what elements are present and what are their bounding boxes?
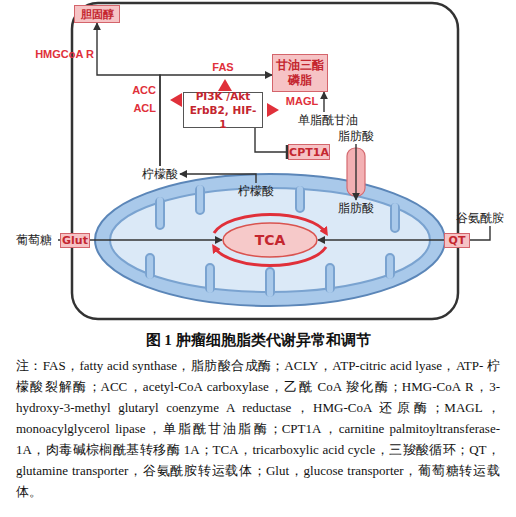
node-text: 柠檬酸 xyxy=(238,184,274,199)
pathway-arrow xyxy=(470,226,490,240)
enzyme-label: ACL xyxy=(122,102,156,114)
cpt1a-channel xyxy=(347,148,365,196)
pathway-arrow xyxy=(318,239,444,240)
figure-caption: 图 1 肿瘤细胞脂类代谢异常和调节 xyxy=(0,331,516,350)
regulation-triangle xyxy=(170,93,182,107)
enzyme-label: FAS xyxy=(206,61,240,73)
pathway-arrow xyxy=(97,23,160,166)
node-text: TCA xyxy=(255,232,286,248)
pathway-arrow xyxy=(160,75,272,166)
tca-ellipse-shape xyxy=(223,223,317,257)
pathway-arrow xyxy=(180,174,256,183)
node-text: 脂肪酸 xyxy=(338,129,374,144)
mitochondrion-outer xyxy=(95,174,445,306)
enzyme-label: MAGL xyxy=(284,95,320,107)
pathway-arrow xyxy=(90,239,222,240)
cristae xyxy=(150,188,395,294)
figure-note: 注：FAS，fatty acid synthase，脂肪酸合成酶；ACLY，AT… xyxy=(16,355,500,502)
metabolite-label: 单脂酰甘油 xyxy=(298,112,358,128)
metabolite-label: 柠檬酸 xyxy=(236,183,276,199)
node-text: 谷氨酰胺 xyxy=(456,211,504,226)
transporter-box: Glut xyxy=(60,233,90,248)
metabolite-label: 谷氨酰胺 xyxy=(452,210,508,226)
regulation-triangle xyxy=(267,103,279,117)
metabolite-label: 脂肪酸 xyxy=(336,200,376,216)
node-text: PI3K /Akt ErbB2, HIF-1 xyxy=(187,89,259,131)
metabolite-label: 脂肪酸 xyxy=(336,128,376,144)
node-text: 单脂酰甘油 xyxy=(298,113,358,128)
node-text: 甘油三酯 磷脂 xyxy=(273,58,327,88)
metabolite-label: 柠檬酸 xyxy=(140,166,180,182)
product-box: 胆固醇 xyxy=(74,5,120,23)
enzyme-label: HMGCoA R xyxy=(32,48,94,60)
node-text: 胆固醇 xyxy=(81,7,114,22)
node-text: 葡萄糖 xyxy=(16,233,52,248)
node-text: Glut xyxy=(62,234,88,247)
enzyme-box: CPT1A xyxy=(288,144,330,160)
tca-ellipse: TCA xyxy=(222,222,318,258)
regulation-triangle xyxy=(218,79,232,91)
node-text: 柠檬酸 xyxy=(142,167,178,182)
inhibition-line xyxy=(255,128,288,152)
node-text: QT xyxy=(449,234,466,247)
pathway-arrow xyxy=(355,144,356,200)
cell-outline xyxy=(72,3,458,319)
transporter-box: QT xyxy=(444,233,470,248)
node-text: CPT1A xyxy=(289,146,329,159)
regulator-box: PI3K /Akt ErbB2, HIF-1 xyxy=(183,92,263,128)
enzyme-label: ACC xyxy=(122,84,156,96)
pathway-arrow xyxy=(323,92,324,112)
node-text: 脂肪酸 xyxy=(338,201,374,216)
crista-space xyxy=(150,188,395,294)
metabolite-label: 葡萄糖 xyxy=(10,232,58,248)
product-box: 甘油三酯 磷脂 xyxy=(272,54,328,92)
